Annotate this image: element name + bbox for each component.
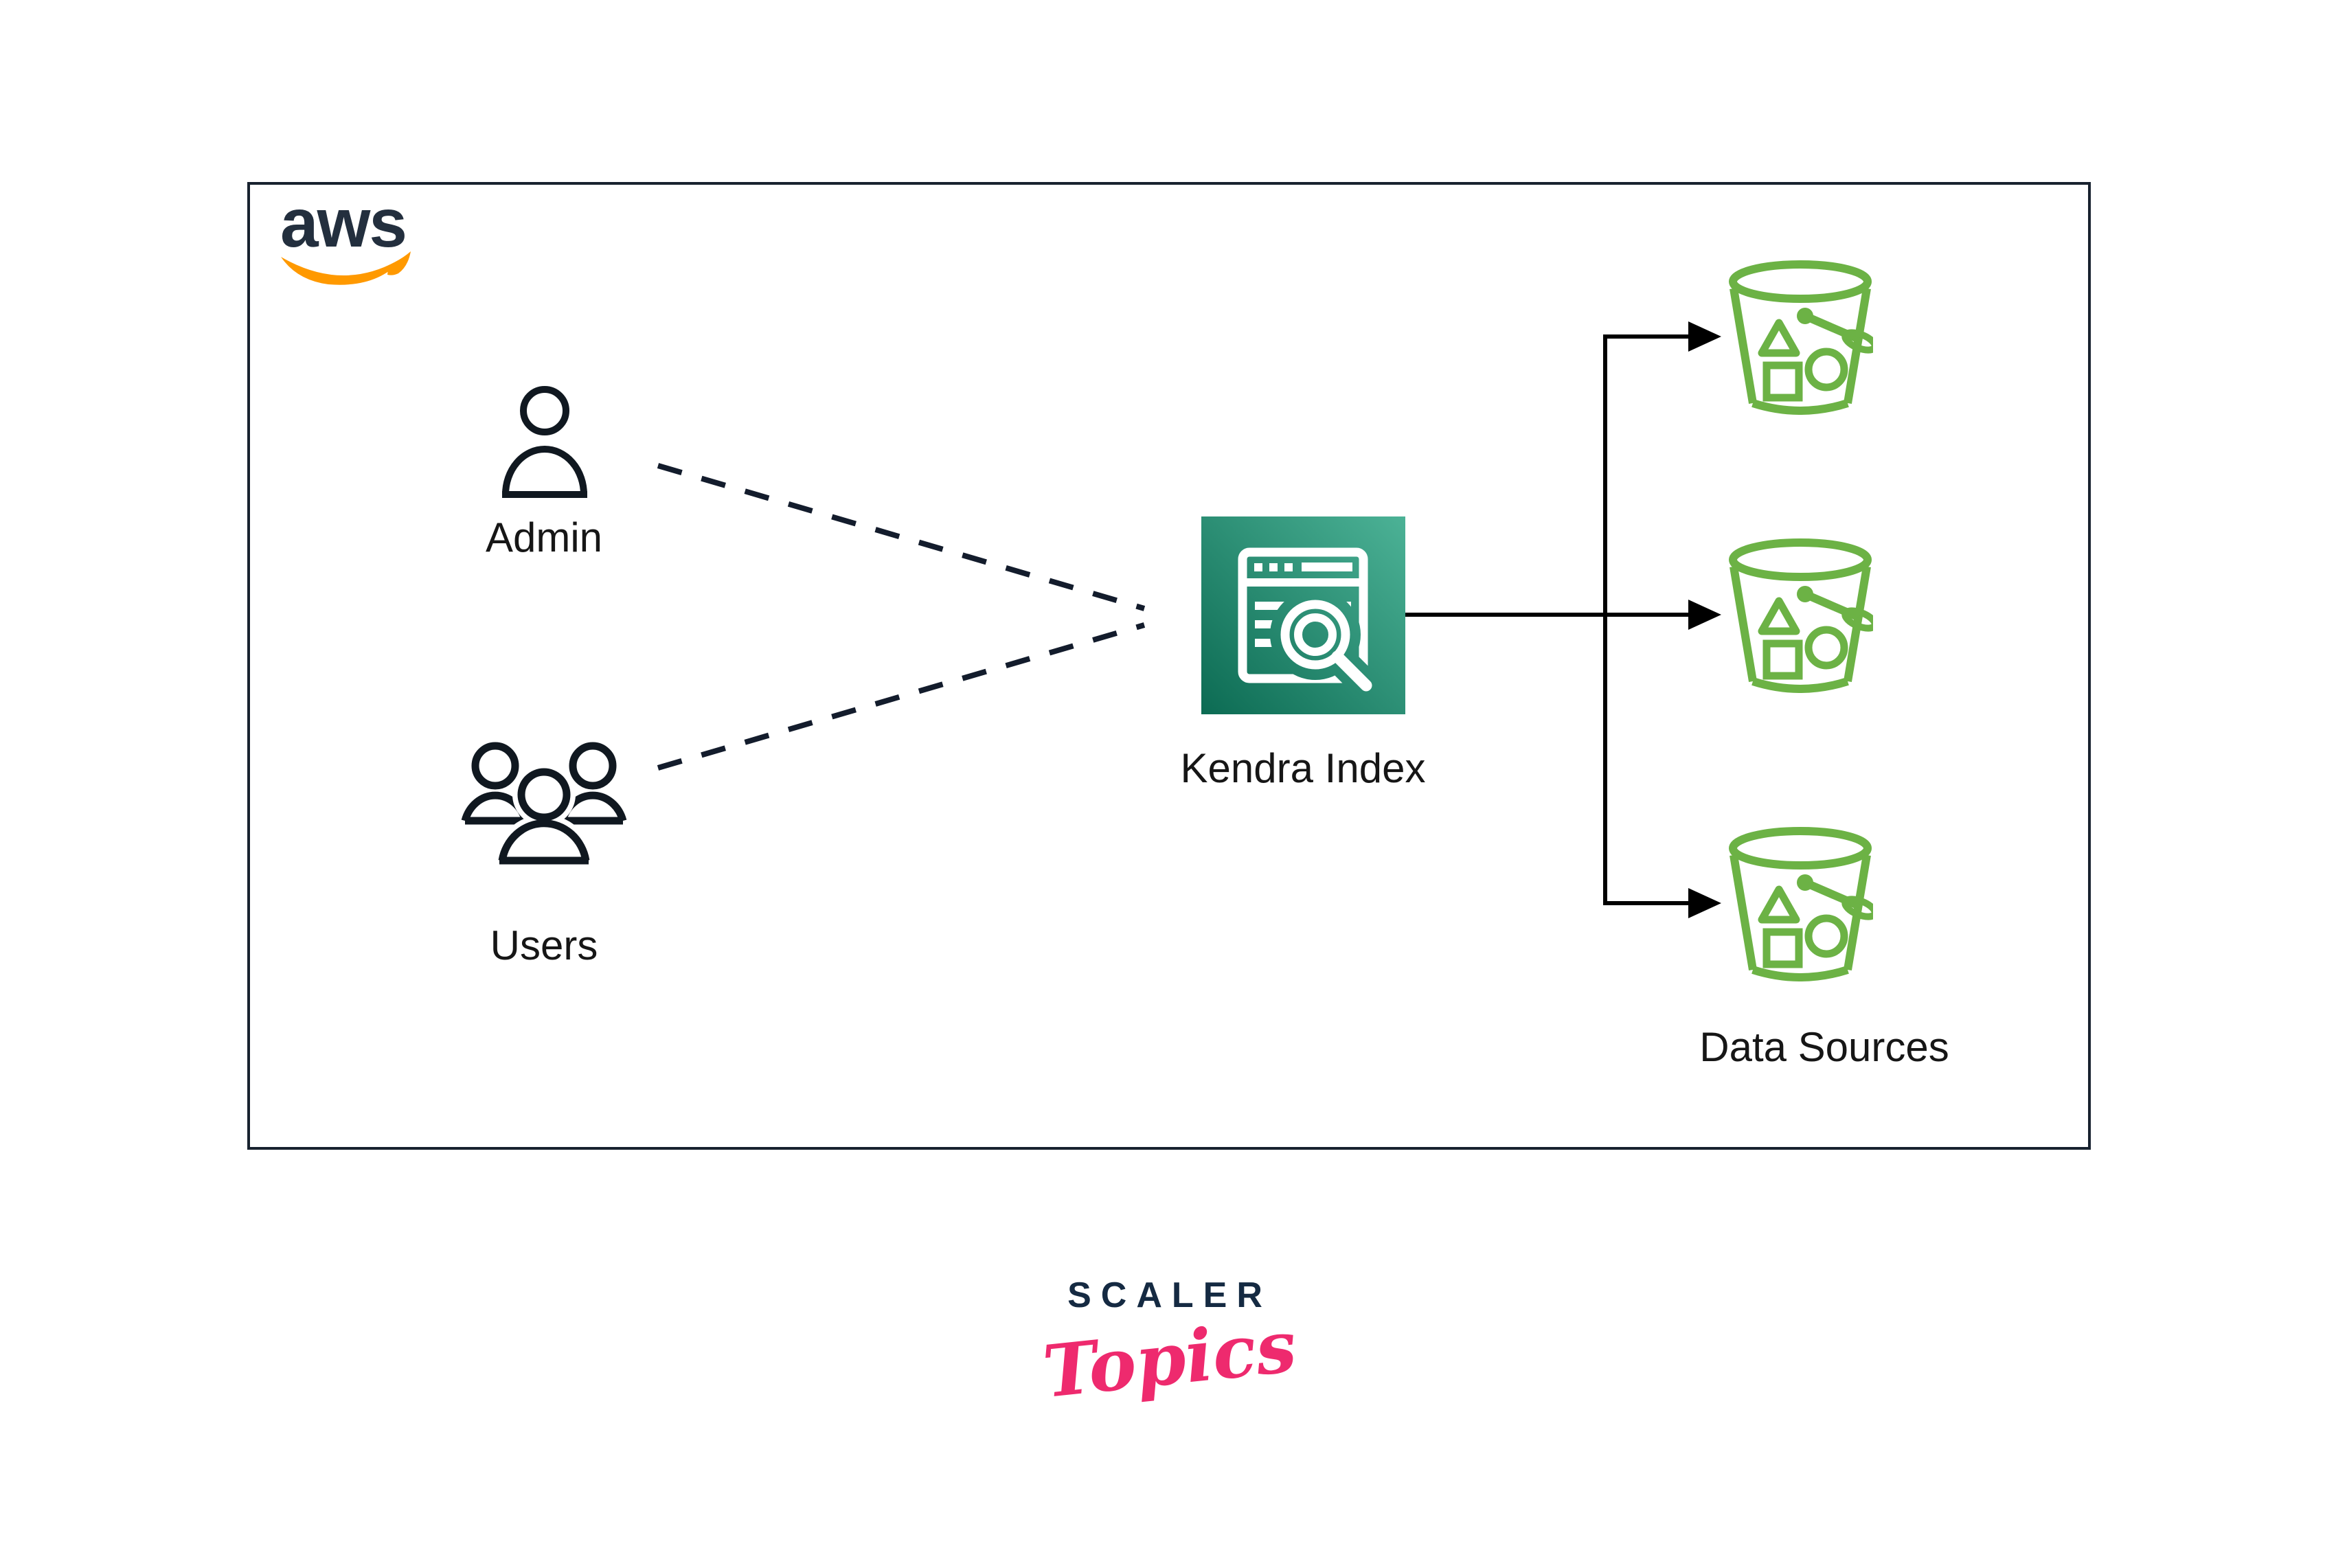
person-icon (502, 386, 587, 498)
brand-secondary-text: Topics (1039, 1304, 1300, 1414)
admin-label: Admin (485, 514, 603, 560)
scaler-topics-logo: SCALER Topics (1039, 1275, 1300, 1414)
kendra-label: Kendra Index (1180, 745, 1426, 791)
kendra-index-tile (1201, 516, 1405, 714)
diagram-frame (247, 182, 2091, 1150)
document-search-icon (1238, 547, 1372, 692)
data-sources-label: Data Sources (1699, 1024, 1949, 1070)
people-icon (461, 742, 627, 865)
brand-primary-text: SCALER (1067, 1275, 1272, 1315)
aws-smile-icon (281, 251, 411, 285)
s3-bucket-icon (1729, 538, 1873, 693)
aws-logo-text: aws (280, 185, 407, 262)
aws-logo: aws (280, 185, 424, 293)
s3-bucket-icon (1729, 827, 1873, 981)
users-label: Users (490, 922, 598, 968)
s3-bucket-icon (1729, 260, 1873, 415)
